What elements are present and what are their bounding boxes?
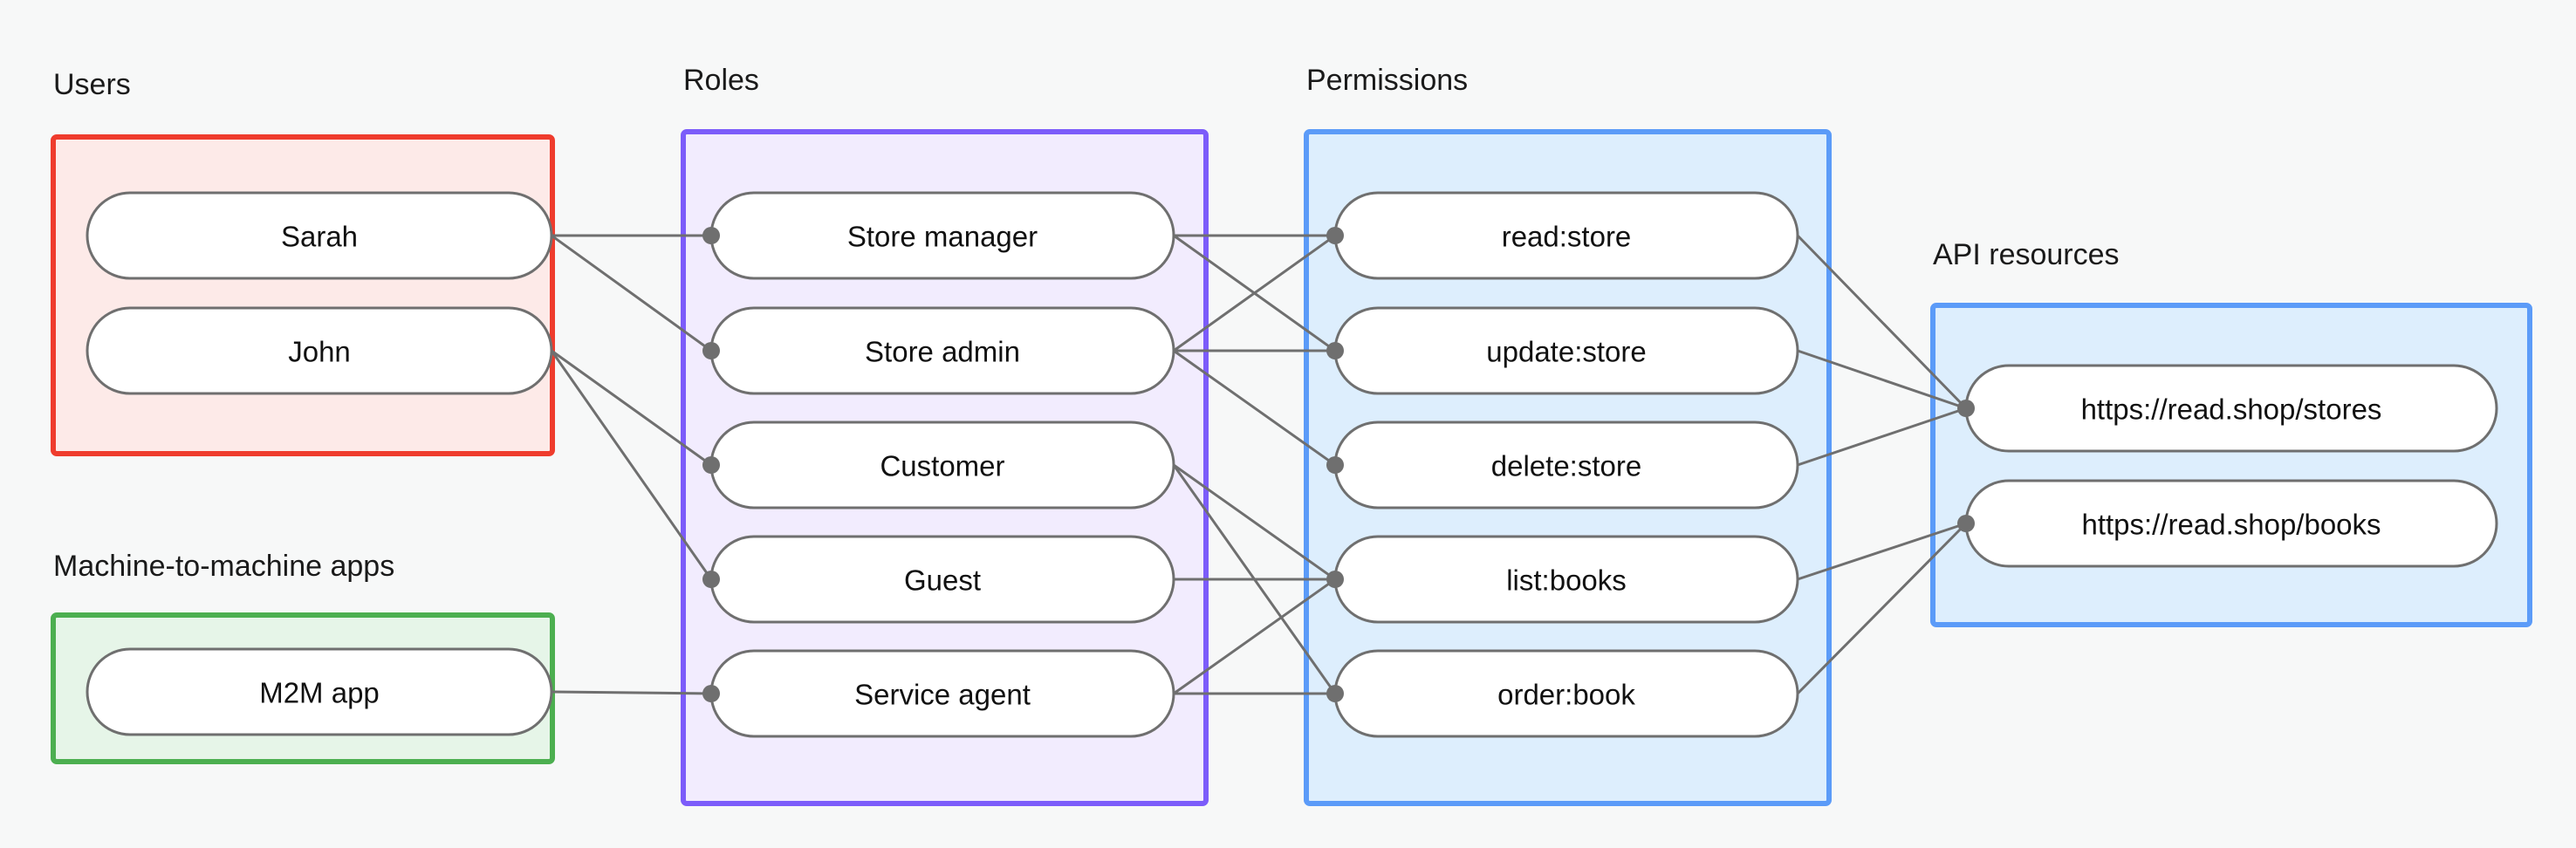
edge-read-store-to-stores-url bbox=[1796, 234, 1968, 410]
edge-service-agent-to-list-books bbox=[1173, 578, 1336, 695]
node-label-delete-store: delete:store bbox=[1491, 450, 1641, 482]
group-label-api-resources: API resources bbox=[1933, 238, 2120, 271]
edge-order-book-to-books-url bbox=[1796, 522, 1968, 695]
node-label-sarah: Sarah bbox=[281, 221, 358, 253]
node-label-order-book: order:book bbox=[1497, 679, 1635, 711]
edge-endpoint-delete-store bbox=[1326, 456, 1344, 474]
edge-sarah-to-store-admin bbox=[551, 234, 712, 352]
edge-endpoint-update-store bbox=[1326, 342, 1344, 359]
endpoint-layer bbox=[702, 227, 1975, 702]
group-label-m2m: Machine-to-machine apps bbox=[53, 550, 394, 583]
node-label-customer: Customer bbox=[880, 450, 1004, 482]
node-label-store-manager: Store manager bbox=[847, 221, 1038, 253]
node-label-books-url: https://read.shop/books bbox=[2081, 509, 2381, 541]
edge-delete-store-to-stores-url bbox=[1797, 407, 1967, 467]
node-john[interactable] bbox=[86, 306, 553, 395]
group-label-users: Users bbox=[53, 68, 131, 101]
edge-john-to-customer bbox=[551, 349, 712, 467]
edge-endpoint-store-admin bbox=[702, 342, 720, 359]
edge-endpoint-read-store bbox=[1326, 227, 1344, 244]
group-box-api-resources bbox=[1930, 303, 2532, 627]
node-label-store-admin: Store admin bbox=[865, 336, 1020, 368]
edge-endpoint-order-book bbox=[1326, 685, 1344, 702]
edge-store-admin-to-delete-store bbox=[1173, 349, 1336, 467]
node-label-list-books: list:books bbox=[1506, 564, 1627, 597]
node-label-john: John bbox=[288, 336, 351, 368]
edge-john-to-guest bbox=[550, 350, 713, 580]
edge-endpoint-books-url bbox=[1957, 515, 1975, 532]
node-label-read-store: read:store bbox=[1502, 221, 1632, 253]
node-label-update-store: update:store bbox=[1486, 336, 1646, 368]
edge-list-books-to-books-url bbox=[1797, 522, 1967, 581]
group-label-roles: Roles bbox=[683, 64, 759, 97]
edge-layer bbox=[550, 234, 1968, 695]
edge-endpoint-customer bbox=[702, 456, 720, 474]
edge-m2m-app-to-service-agent bbox=[551, 690, 712, 695]
group-box-users bbox=[51, 134, 555, 456]
node-label-m2m-app: M2M app bbox=[259, 677, 380, 709]
edge-endpoint-service-agent bbox=[702, 685, 720, 702]
node-sarah[interactable] bbox=[86, 191, 553, 280]
edge-endpoint-guest bbox=[702, 571, 720, 588]
edge-store-admin-to-read-store bbox=[1173, 234, 1336, 352]
edge-endpoint-store-manager bbox=[702, 227, 720, 244]
edge-endpoint-stores-url bbox=[1957, 400, 1975, 417]
group-label-permissions: Permissions bbox=[1306, 64, 1468, 97]
edge-endpoint-list-books bbox=[1326, 571, 1344, 588]
node-label-service-agent: Service agent bbox=[854, 679, 1031, 711]
node-label-stores-url: https://read.shop/stores bbox=[2081, 393, 2382, 426]
edge-update-store-to-stores-url bbox=[1797, 349, 1967, 410]
node-m2m-app[interactable] bbox=[86, 647, 553, 736]
edge-customer-to-list-books bbox=[1173, 463, 1336, 581]
node-label-guest: Guest bbox=[904, 564, 981, 597]
